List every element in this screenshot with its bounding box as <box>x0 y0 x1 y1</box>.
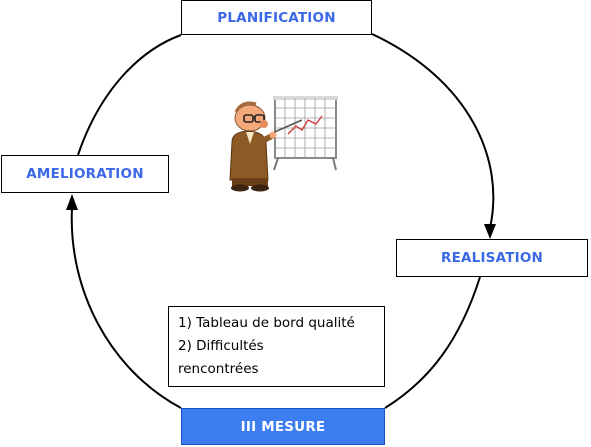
note-line-1: 1) Tableau de bord qualité <box>178 315 355 331</box>
note-line-2: 2) Difficultés <box>178 338 264 354</box>
pointer-stick <box>269 119 303 135</box>
stage-planification-label: PLANIFICATION <box>217 9 336 26</box>
mesure-notes-box: 1) Tableau de bord qualité 2) Difficulté… <box>168 306 385 387</box>
cycle-arc-planification-to-realisation <box>371 33 495 229</box>
stage-amelioration-box: AMELIORATION <box>1 155 169 193</box>
stage-planification-box: PLANIFICATION <box>181 0 372 35</box>
presenter-with-chart-icon <box>229 96 338 192</box>
cycle-arc-realisation-to-mesure <box>384 276 481 409</box>
stage-realisation-label: REALISATION <box>440 250 544 266</box>
stage-mesure-box: III MESURE <box>181 408 385 445</box>
note-line-3: rencontrées <box>178 361 259 377</box>
cycle-arc-amelioration-to-planification <box>77 34 182 156</box>
cycle-arc-mesure-to-amelioration <box>70 207 182 409</box>
arrowhead-to-realisation <box>484 224 496 239</box>
stage-realisation-box: REALISATION <box>396 239 588 277</box>
chart-board-icon <box>273 96 338 171</box>
arrowhead-to-amelioration <box>66 194 78 210</box>
stage-mesure-label: III MESURE <box>240 418 326 435</box>
stage-amelioration-label: AMELIORATION <box>26 166 144 182</box>
presenter-figure <box>229 101 277 192</box>
